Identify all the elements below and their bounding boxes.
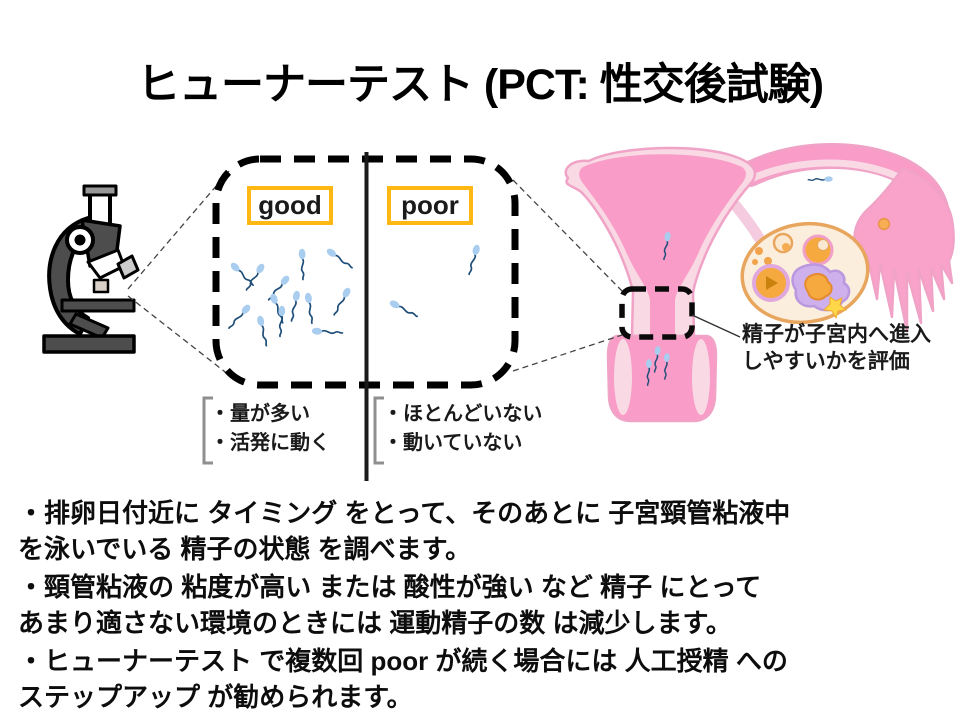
annotation-line-2: しやすいかを評価 [742, 350, 910, 373]
sperm-icon [465, 243, 482, 277]
sperm-icon [387, 298, 420, 321]
sperm-icon [275, 304, 287, 338]
fallopian-tube [737, 143, 951, 244]
guide-line [512, 179, 624, 293]
sperm-icon [807, 175, 834, 184]
guide-line [512, 334, 623, 372]
sperm-icon [287, 289, 302, 323]
sperm-icon [242, 261, 267, 293]
page-title: ヒューナーテスト (PCT: 性交後試験) [136, 61, 824, 109]
poor-note-2: ・動いていない [383, 432, 523, 454]
sperm-icon [310, 326, 344, 338]
poor-note-1: ・ほとんどいない [383, 403, 543, 425]
fimbriae [853, 166, 955, 333]
ovary [740, 221, 870, 325]
cervix-frame [619, 286, 695, 340]
cervix-annotation: 精子が子宮内へ進入 しやすいかを評価 [742, 321, 931, 375]
sperm-icon [303, 291, 317, 325]
sperm-icon [661, 352, 671, 381]
good-label: good [247, 186, 333, 225]
sperm-icon [268, 291, 287, 325]
sperm-icon [265, 273, 292, 303]
good-notes: ・量が多い ・活発に動く [210, 400, 330, 458]
sperm-icon [660, 230, 673, 261]
guide-line [127, 295, 230, 376]
good-note-2: ・活発に動く [210, 432, 330, 454]
sperm-icon [324, 246, 355, 272]
vagina [606, 334, 718, 423]
poor-notes: ・ほとんどいない ・動いていない [383, 400, 542, 458]
annotation-line-1: 精子が子宮内へ進入 [742, 323, 931, 346]
paragraph-1: ・排卵日付近に タイミング をとって、そのあとに 子宮頸管粘液中 を泳いでいる … [18, 498, 791, 564]
sperm-icon [255, 314, 271, 348]
uterus-body [564, 146, 757, 338]
paragraph-3: ・ヒューナーテスト で複数回 poor が続く場合には 人工授精 への ステップ… [18, 646, 788, 712]
paragraph-2: ・頸管粘液の 粘度が高い または 酸性が強い など 精子 にとって あまり適さな… [18, 572, 762, 638]
sperm-icon [297, 247, 308, 281]
sperm-icon [330, 285, 353, 318]
sperm-icon [651, 345, 662, 374]
sperm-icon [644, 358, 653, 387]
guide-line [127, 170, 230, 290]
body-text: ・排卵日付近に タイミング をとって、そのあとに 子宮頸管粘液中 を泳いでいる … [18, 495, 953, 717]
egg [877, 217, 891, 231]
sperm-icon [225, 302, 253, 332]
poor-label: poor [387, 186, 473, 225]
annotation-line [691, 314, 741, 338]
sperm-icon [228, 260, 257, 289]
good-note-1: ・量が多い [210, 403, 310, 425]
